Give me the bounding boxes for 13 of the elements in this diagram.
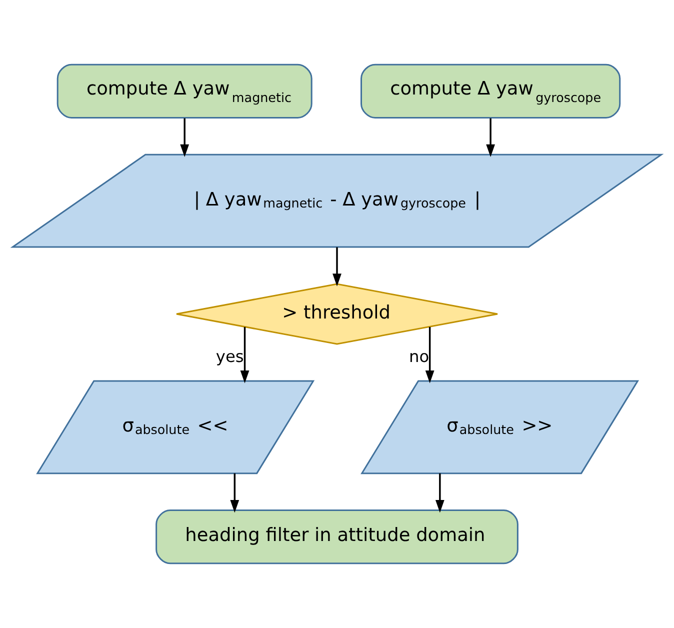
arrow <box>425 326 434 384</box>
arrow <box>486 118 495 158</box>
node-diamond: > threshold <box>176 283 498 345</box>
arrow <box>230 473 240 513</box>
arrow <box>180 118 190 158</box>
node-box: compute Δ yaw$_{gyroscope}$ <box>360 64 621 118</box>
edge-label: yes <box>216 347 244 366</box>
arrow <box>435 473 444 513</box>
node-box: heading filter in attitude domain <box>156 510 518 564</box>
arrow <box>240 326 250 384</box>
node-box: compute Δ yaw$_{magnetic}$ <box>56 64 312 118</box>
arrow <box>332 247 342 286</box>
edge-label: no <box>409 347 430 366</box>
